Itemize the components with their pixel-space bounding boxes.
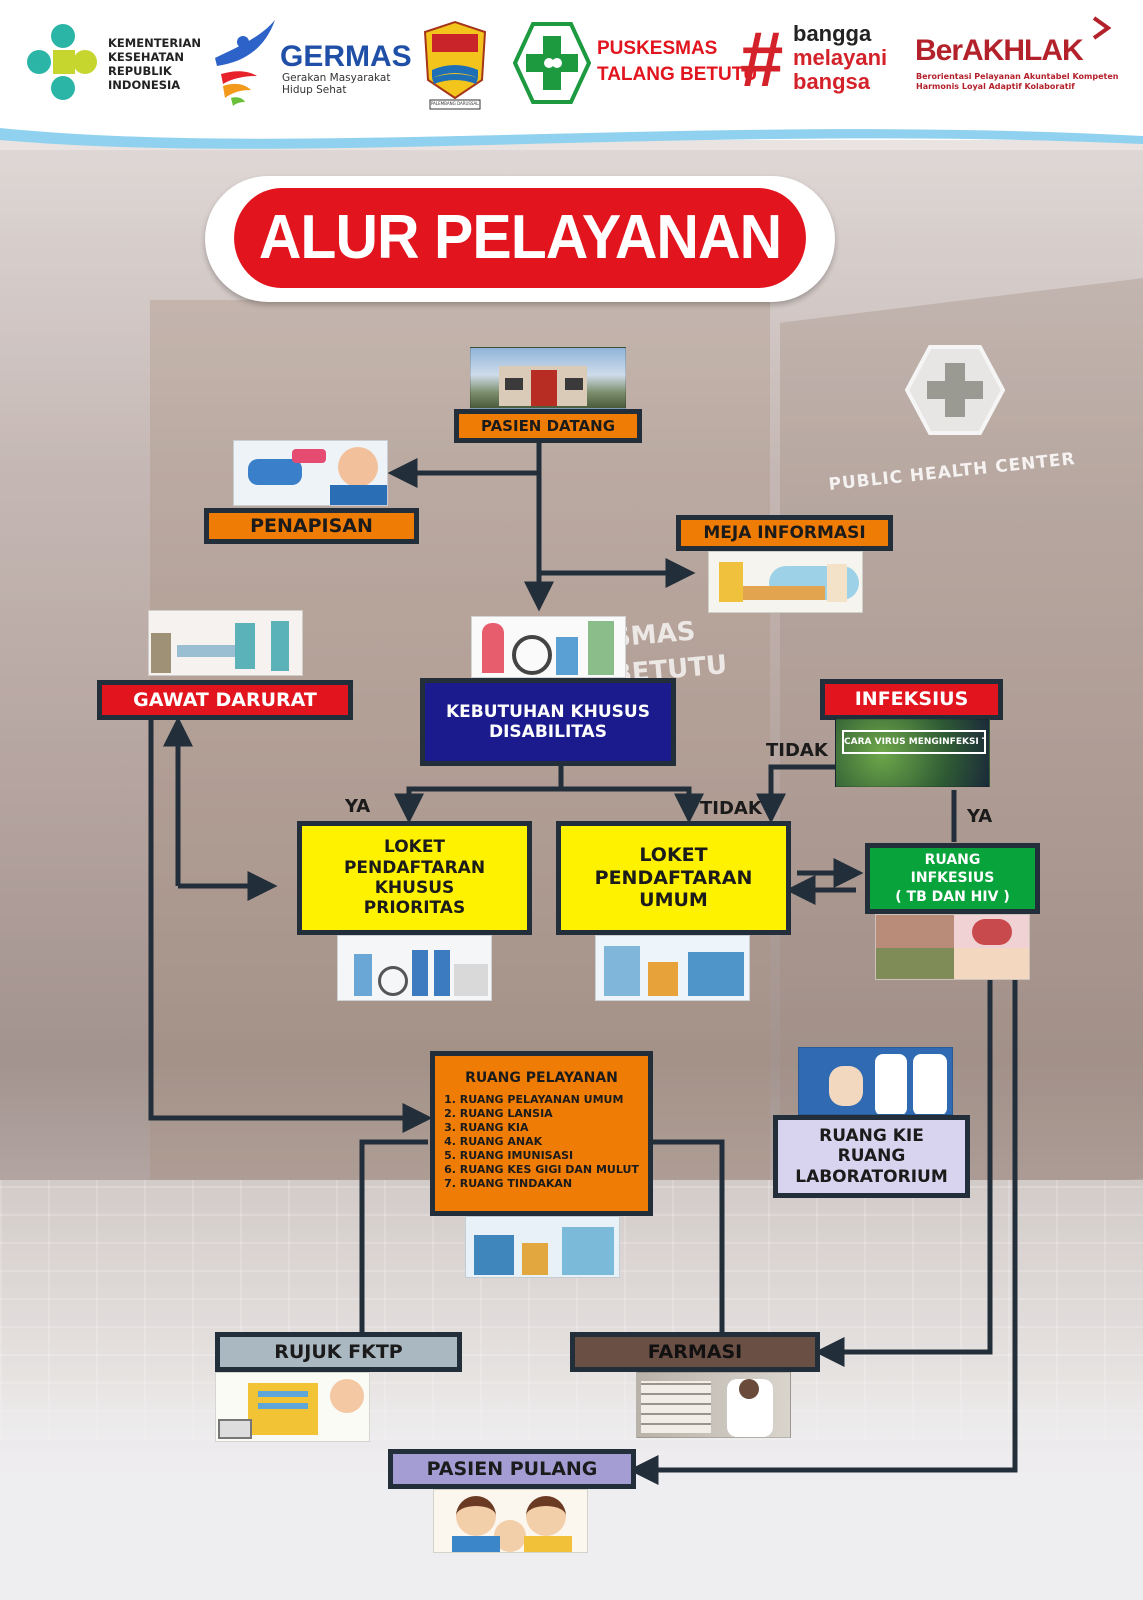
referral-hospital-image [215, 1372, 370, 1442]
emergency-room-image [148, 610, 303, 676]
node-kebutuhan-khusus: KEBUTUHAN KHUSUS DISABILITAS [420, 678, 676, 766]
node-rujuk-fktp: RUJUK FKTP [215, 1332, 462, 1372]
node-ruang-infeksius: RUANG INFKESIUS ( TB DAN HIV ) [865, 843, 1040, 914]
node-loket-khusus-prioritas: LOKET PENDAFTARAN KHUSUS PRIORITAS [297, 821, 532, 935]
node-meja-informasi: MEJA INFORMASI [676, 515, 893, 551]
puskesmas-name-1: PUSKESMAS [597, 38, 718, 59]
label-tidak-mid: TIDAK [700, 798, 762, 819]
bangga-hash: # [740, 15, 784, 103]
ruang-pelayanan-item: 4. RUANG ANAK [444, 1134, 543, 1148]
information-desk-image [708, 551, 863, 613]
kemenkes-logo-icon [27, 24, 97, 100]
puskesmas-name-2: TALANG BETUTU [597, 64, 758, 85]
city-crest-ribbon: PALEMBANG DARUSSALAM [431, 101, 479, 106]
node-infeksius: INFEKSIUS [820, 679, 1003, 720]
germas-title: GERMAS [280, 40, 412, 73]
node-ruang-pelayanan: RUANG PELAYANAN 1. RUANG PELAYANAN UMUM … [430, 1051, 653, 1216]
disability-image [471, 616, 626, 678]
virus-caption: CARA VIRUS MENGINFEKSI TUBUH [842, 730, 986, 754]
berakhlak-chevron-icon [1092, 16, 1112, 40]
bangga-line-3: bangsa [793, 69, 871, 94]
puskesmas-logo-icon [513, 22, 591, 104]
screening-image [233, 440, 388, 506]
clinic-building-image [470, 347, 626, 409]
ruang-pelayanan-title: RUANG PELAYANAN [465, 1070, 618, 1086]
node-pasien-pulang: PASIEN PULANG [388, 1449, 636, 1489]
label-ya-right: YA [967, 806, 993, 827]
priority-queue-image [337, 935, 492, 1001]
berakhlak-logo: BerAKHLAK [915, 34, 1084, 67]
node-farmasi: FARMASI [570, 1332, 820, 1372]
title-pill: ALUR PELAYANAN [205, 176, 835, 302]
ruang-pelayanan-item: 2. RUANG LANSIA [444, 1106, 553, 1120]
bangga-line-2: melayani [793, 45, 888, 70]
pharmacy-image [636, 1372, 791, 1438]
ruang-pelayanan-item: 6. RUANG KES GIGI DAN MULUT [444, 1162, 639, 1176]
kie-lab-image [798, 1047, 953, 1115]
tb-hiv-image [875, 914, 1030, 980]
label-tidak-top: TIDAK [766, 740, 828, 761]
patients-going-home-image [433, 1489, 588, 1553]
berakhlak-sub-2: Harmonis Loyal Adaptif Kolaboratif [916, 82, 1075, 91]
header-wave [0, 118, 1143, 149]
node-pasien-datang: PASIEN DATANG [454, 409, 642, 443]
node-penapisan: PENAPISAN [204, 508, 419, 544]
bangga-line-1: bangga [793, 21, 872, 46]
ruang-pelayanan-item: 1. RUANG PELAYANAN UMUM [444, 1092, 624, 1106]
page-title: ALUR PELAYANAN [234, 188, 806, 288]
germas-subtitle: Gerakan Masyarakat Hidup Sehat [282, 72, 391, 96]
ruang-pelayanan-item: 3. RUANG KIA [444, 1120, 529, 1134]
virus-image: CARA VIRUS MENGINFEKSI TUBUH [835, 719, 990, 787]
germas-logo-icon [215, 20, 275, 106]
city-crest-icon [423, 20, 487, 110]
kemenkes-text: KEMENTERIAN KESEHATAN REPUBLIK INDONESIA [108, 36, 202, 92]
berakhlak-sub-1: Berorientasi Pelayanan Akuntabel Kompete… [916, 72, 1119, 81]
service-room-image [465, 1216, 620, 1278]
node-gawat-darurat: GAWAT DARURAT [97, 680, 353, 720]
node-ruang-kie: RUANG KIE RUANG LABORATORIUM [773, 1115, 970, 1198]
node-loket-umum: LOKET PENDAFTARAN UMUM [556, 821, 791, 935]
general-registration-image [595, 935, 750, 1001]
health-center-sign-icon [905, 345, 1005, 435]
ruang-pelayanan-item: 7. RUANG TINDAKAN [444, 1176, 573, 1190]
ruang-pelayanan-list: 1. RUANG PELAYANAN UMUM 2. RUANG LANSIA … [444, 1093, 639, 1191]
label-ya-left: YA [345, 796, 371, 817]
ruang-pelayanan-item: 5. RUANG IMUNISASI [444, 1148, 574, 1162]
